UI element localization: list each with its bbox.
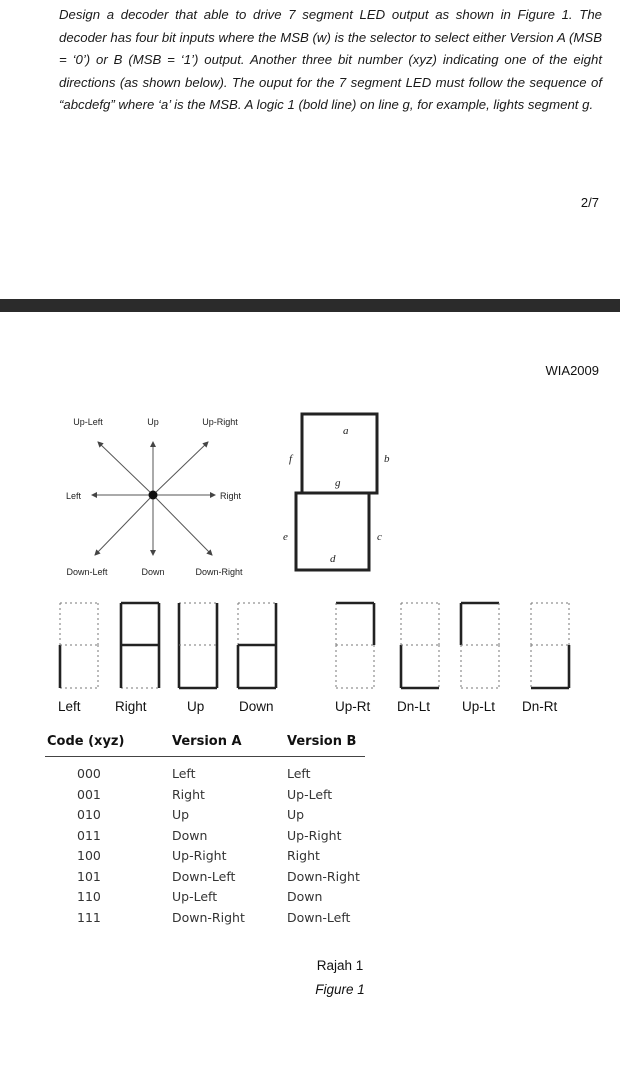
code-cell: 100 [77, 848, 101, 863]
version-b-cell: Left [287, 766, 311, 781]
question-text: Design a decoder that able to drive 7 se… [59, 7, 602, 113]
label-left: Left [66, 491, 82, 501]
arrow-down-left [94, 494, 154, 556]
code-cell: 010 [77, 807, 101, 822]
code-cell: 001 [77, 786, 101, 802]
caption-malay: Rajah 1 [316, 958, 364, 973]
version-a-cell: Left [172, 766, 196, 781]
version-a-cell: Up-Left [172, 889, 218, 904]
label-right: Right [220, 491, 242, 501]
display-label-left: Left [58, 699, 81, 714]
page-separator-bar [0, 299, 620, 312]
display-label-up: Up [187, 699, 205, 714]
version-b-cell: Down [287, 889, 323, 904]
version-b-cell: Up [287, 807, 305, 822]
version-b-cell: Up-Left [287, 786, 333, 802]
version-a-cell: Down-Left [172, 868, 236, 884]
label-up: Up [147, 417, 159, 427]
seg-label-d: d [330, 553, 336, 565]
label-up-left: Up-Left [73, 417, 103, 427]
header-version-a: Version A [172, 734, 242, 749]
arrow-down-right [152, 494, 213, 556]
direction-displays [58, 601, 571, 690]
code-cell: 111 [77, 909, 101, 925]
version-a-cell: Down [172, 827, 208, 843]
code-cell: 101 [77, 868, 101, 884]
course-code: WIA2009 [545, 363, 599, 378]
seg-label-b: b [384, 453, 390, 465]
label-down-right: Down-Right [195, 567, 243, 577]
seg-label-a: a [343, 425, 349, 437]
version-a-cell: Up [172, 807, 190, 822]
display-label-down: Down [239, 699, 274, 714]
direction-compass [91, 441, 216, 556]
display-label-up-lt: Up-Lt [462, 699, 496, 714]
seven-segment-reference [294, 412, 379, 572]
display-label-up-rt: Up-Rt [335, 699, 371, 714]
code-cell: 000 [77, 766, 101, 781]
caption-english: Figure 1 [315, 982, 365, 997]
version-b-cell: Up-Right [287, 827, 342, 843]
arrow-up-left [97, 441, 154, 496]
version-b-cell: Right [287, 848, 320, 863]
version-a-cell: Right [172, 786, 205, 802]
seg-label-c: c [377, 531, 382, 543]
version-b-cell: Down-Left [287, 909, 351, 925]
seg-label-e: e [283, 531, 288, 543]
version-a-cell: Up-Right [172, 848, 227, 863]
page-number: 2/7 [580, 195, 599, 210]
header-version-b: Version B [287, 734, 357, 749]
version-a-column: Left Right Up Down Up-Right Down-Left Up… [172, 764, 245, 928]
version-b-column: Left Up-Left Up Up-Right Right Down-Righ… [287, 764, 360, 928]
display-label-right: Right [115, 699, 147, 714]
arrow-up-right [152, 441, 209, 496]
code-cell: 110 [77, 889, 101, 904]
label-up-right: Up-Right [202, 417, 238, 427]
label-down-left: Down-Left [66, 567, 108, 577]
compass-center-dot [148, 490, 158, 500]
label-down: Down [141, 567, 164, 577]
display-label-dn-rt: Dn-Rt [522, 699, 558, 714]
seg-label-f: f [289, 453, 294, 465]
table-header-rule [45, 756, 365, 757]
display-label-dn-lt: Dn-Lt [397, 699, 431, 714]
version-b-cell: Down-Right [287, 868, 360, 884]
figure-diagram: Up-Left Up Up-Right Left Right Down-Left… [58, 412, 571, 690]
code-column: 000 001 010 011 100 101 110 111 [77, 764, 101, 928]
version-a-cell: Down-Right [172, 909, 245, 925]
seg-label-g: g [335, 477, 341, 489]
header-code: Code (xyz) [47, 734, 125, 749]
code-cell: 011 [77, 827, 101, 843]
